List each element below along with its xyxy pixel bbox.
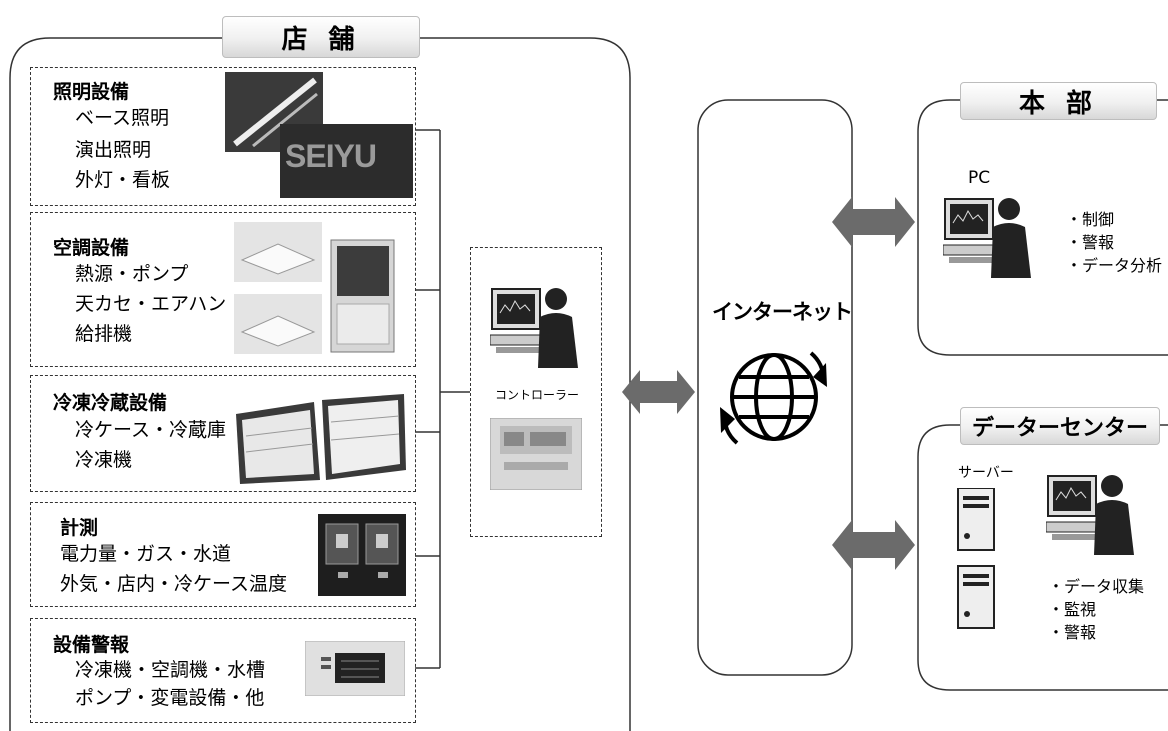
controller-label: コントローラー — [495, 388, 580, 402]
hq-frame — [917, 99, 1168, 356]
arrow-internet-hq — [832, 197, 915, 247]
category-item: 外灯・看板 — [75, 169, 171, 191]
server-icons — [957, 488, 995, 629]
category-measurement-box — [30, 502, 416, 607]
category-lighting-box — [30, 67, 416, 206]
hvac-photo — [234, 222, 395, 354]
category-title: 計測 — [60, 517, 99, 539]
category-item: 演出照明 — [75, 139, 152, 161]
controller-device-photo — [490, 418, 582, 490]
hq-function-list: ・制御 ・警報 ・データ分析 — [1066, 208, 1162, 277]
category-item: 冷凍機・空調機・水槽 — [75, 659, 266, 681]
hq-function: ・制御 — [1066, 210, 1115, 229]
category-title: 設備警報 — [53, 634, 130, 656]
category-item: 電力量・ガス・水道 — [60, 543, 232, 565]
category-title: 空調設備 — [53, 237, 130, 259]
lighting-photo — [225, 72, 413, 198]
category-item: ベース照明 — [75, 107, 170, 129]
dc-function: ・警報 — [1048, 623, 1097, 642]
hq-function: ・データ分析 — [1066, 256, 1163, 275]
hq-pc-icon — [943, 198, 1031, 278]
category-item: 天カセ・エアハン — [75, 293, 227, 315]
category-title: 冷凍冷蔵設備 — [53, 392, 168, 414]
pc-label: PC — [968, 168, 991, 188]
dc-function: ・監視 — [1048, 600, 1097, 619]
globe-icon — [720, 351, 827, 445]
dc-function-list: ・データ収集 ・監視 ・警報 — [1048, 575, 1144, 644]
category-item: 熱源・ポンプ — [75, 263, 189, 285]
refrigerated-case-photo — [236, 394, 406, 484]
arrow-store-internet — [622, 370, 695, 414]
meter-photo — [318, 514, 406, 596]
store-frame — [9, 37, 631, 731]
internet-label: インターネット — [712, 300, 853, 324]
operator-pc-icon — [490, 288, 578, 368]
datacenter-pc-icon — [1046, 475, 1134, 555]
hq-title: 本 部 — [960, 82, 1157, 120]
category-hvac-box — [30, 212, 416, 367]
hq-function: ・警報 — [1066, 233, 1115, 252]
category-item: ポンプ・変電設備・他 — [75, 687, 265, 709]
server-label: サーバー — [958, 465, 1014, 481]
category-alarm-box — [30, 618, 416, 723]
arrow-internet-dc — [832, 520, 915, 570]
category-refrigeration-box — [30, 375, 416, 492]
category-item: 冷ケース・冷蔵庫 — [75, 419, 227, 441]
category-item: 給排機 — [75, 323, 133, 345]
category-item: 冷凍機 — [75, 449, 133, 471]
internet-frame — [697, 99, 853, 676]
controller-box — [470, 247, 602, 537]
store-title: 店 舗 — [222, 16, 420, 58]
alarm-panel-photo — [305, 641, 405, 696]
datacenter-title: データーセンター — [960, 407, 1160, 445]
category-title: 照明設備 — [53, 81, 130, 103]
category-item: 外気・店内・冷ケース温度 — [60, 573, 288, 595]
category-bracket — [415, 129, 470, 669]
dc-function: ・データ収集 — [1048, 577, 1145, 596]
seiyu-sign-label: SEIYU — [285, 138, 377, 174]
